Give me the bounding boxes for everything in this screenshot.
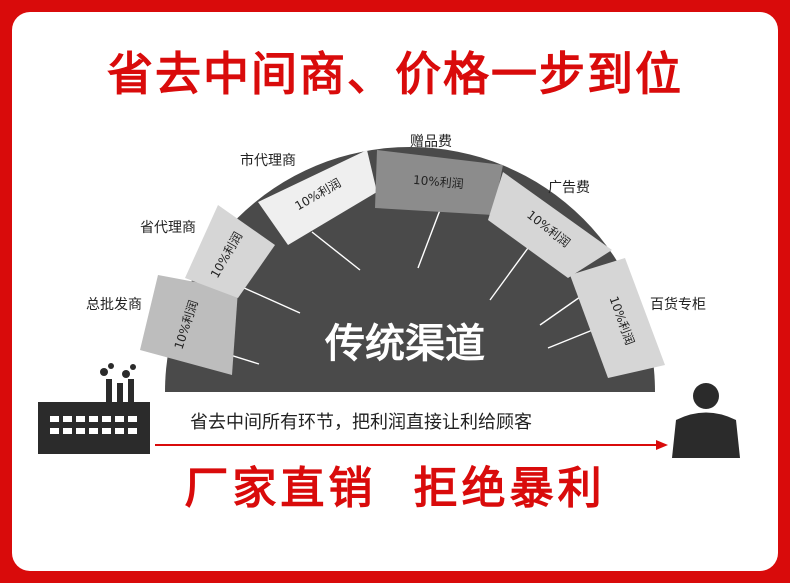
tier-name-4: 赠品费	[410, 134, 452, 150]
tier-segment-2: 10%利润	[185, 205, 275, 298]
center-label: 传统渠道	[324, 321, 485, 367]
tier-segment-1: 10%利润	[140, 275, 238, 375]
factory-icon	[38, 379, 150, 454]
direct-arrow	[155, 440, 668, 450]
tier-value-4: 10%利润	[412, 173, 464, 191]
slogan-text: 厂家直销 拒绝暴利	[184, 463, 606, 514]
smoke-icon	[100, 363, 136, 378]
tier-segment-5: 10%利润	[488, 172, 612, 278]
tier-name-5: 广告费	[548, 180, 590, 196]
tier-name-6: 百货专柜	[650, 297, 706, 313]
page-title: 省去中间商、价格一步到位	[107, 47, 683, 101]
tier-name-2: 省代理商	[140, 220, 196, 236]
tier-segment-4: 10%利润	[375, 150, 503, 215]
tier-segment-6: 10%利润	[570, 258, 665, 378]
person-icon	[672, 383, 740, 458]
tier-segment-3: 10%利润	[258, 150, 377, 245]
tier-name-1: 总批发商	[86, 297, 142, 313]
tier-name-3: 市代理商	[240, 153, 296, 169]
caption-text: 省去中间所有环节，把利润直接让利给顾客	[190, 412, 532, 433]
